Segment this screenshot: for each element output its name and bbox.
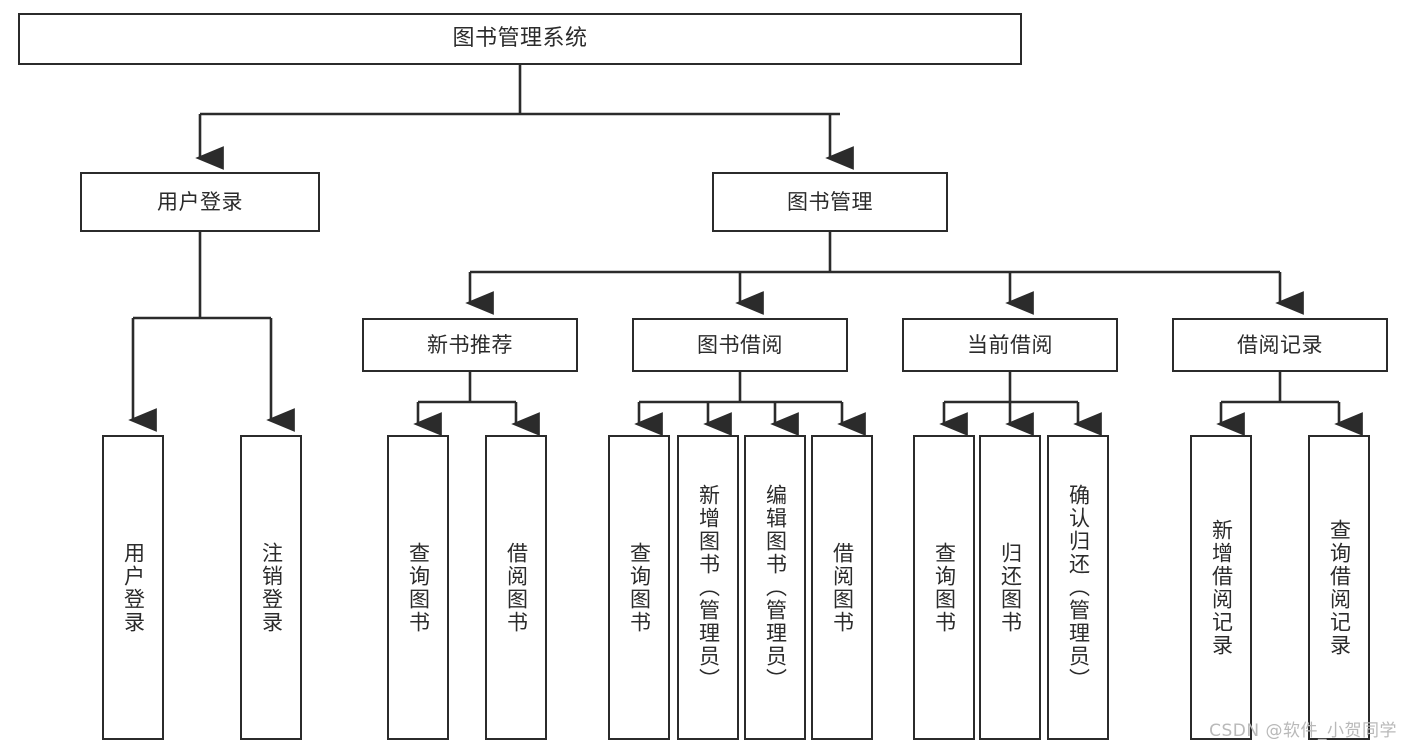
node-book-borrow[interactable]: 图书借阅 bbox=[632, 318, 848, 372]
leaf-add-borrow-record[interactable]: 新增借阅记录 bbox=[1190, 435, 1252, 740]
node-label: 查询图书 bbox=[627, 541, 652, 634]
node-label: 新增图书（管理员） bbox=[696, 484, 721, 691]
node-label: 新书推荐 bbox=[427, 332, 513, 357]
node-label: 用户登录 bbox=[121, 541, 146, 634]
node-label: 图书管理系统 bbox=[452, 26, 588, 52]
node-label: 借阅图书 bbox=[830, 541, 855, 634]
node-label: 图书管理 bbox=[787, 189, 873, 214]
leaf-user-logout[interactable]: 注销登录 bbox=[240, 435, 302, 740]
node-book-management-module[interactable]: 图书管理 bbox=[712, 172, 948, 232]
node-label: 新增借阅记录 bbox=[1209, 518, 1234, 657]
node-borrow-records[interactable]: 借阅记录 bbox=[1172, 318, 1388, 372]
node-label: 归还图书 bbox=[998, 541, 1023, 634]
leaf-query-book-current[interactable]: 查询图书 bbox=[913, 435, 975, 740]
leaf-query-book-recommend[interactable]: 查询图书 bbox=[387, 435, 449, 740]
leaf-user-login[interactable]: 用户登录 bbox=[102, 435, 164, 740]
node-label: 编辑图书（管理员） bbox=[763, 484, 788, 691]
node-new-book-recommend[interactable]: 新书推荐 bbox=[362, 318, 578, 372]
leaf-add-book-admin[interactable]: 新增图书（管理员） bbox=[677, 435, 739, 740]
node-root-system[interactable]: 图书管理系统 bbox=[18, 13, 1022, 65]
node-label: 用户登录 bbox=[157, 189, 243, 214]
leaf-borrow-book-recommend[interactable]: 借阅图书 bbox=[485, 435, 547, 740]
leaf-confirm-return-admin[interactable]: 确认归还（管理员） bbox=[1047, 435, 1109, 740]
node-label: 借阅图书 bbox=[504, 541, 529, 634]
node-current-borrow[interactable]: 当前借阅 bbox=[902, 318, 1118, 372]
leaf-borrow-book[interactable]: 借阅图书 bbox=[811, 435, 873, 740]
leaf-query-book-borrow[interactable]: 查询图书 bbox=[608, 435, 670, 740]
node-label: 借阅记录 bbox=[1237, 332, 1323, 357]
node-user-login-module[interactable]: 用户登录 bbox=[80, 172, 320, 232]
watermark: CSDN @软件_小贺同学 bbox=[1209, 721, 1397, 741]
node-label: 确认归还（管理员） bbox=[1066, 484, 1091, 691]
node-label: 查询借阅记录 bbox=[1327, 518, 1352, 657]
leaf-edit-book-admin[interactable]: 编辑图书（管理员） bbox=[744, 435, 806, 740]
node-label: 注销登录 bbox=[259, 541, 284, 634]
leaf-query-borrow-record[interactable]: 查询借阅记录 bbox=[1308, 435, 1370, 740]
node-label: 查询图书 bbox=[932, 541, 957, 634]
node-label: 查询图书 bbox=[406, 541, 431, 634]
node-label: 图书借阅 bbox=[697, 332, 783, 357]
leaf-return-book[interactable]: 归还图书 bbox=[979, 435, 1041, 740]
node-label: 当前借阅 bbox=[967, 332, 1053, 357]
